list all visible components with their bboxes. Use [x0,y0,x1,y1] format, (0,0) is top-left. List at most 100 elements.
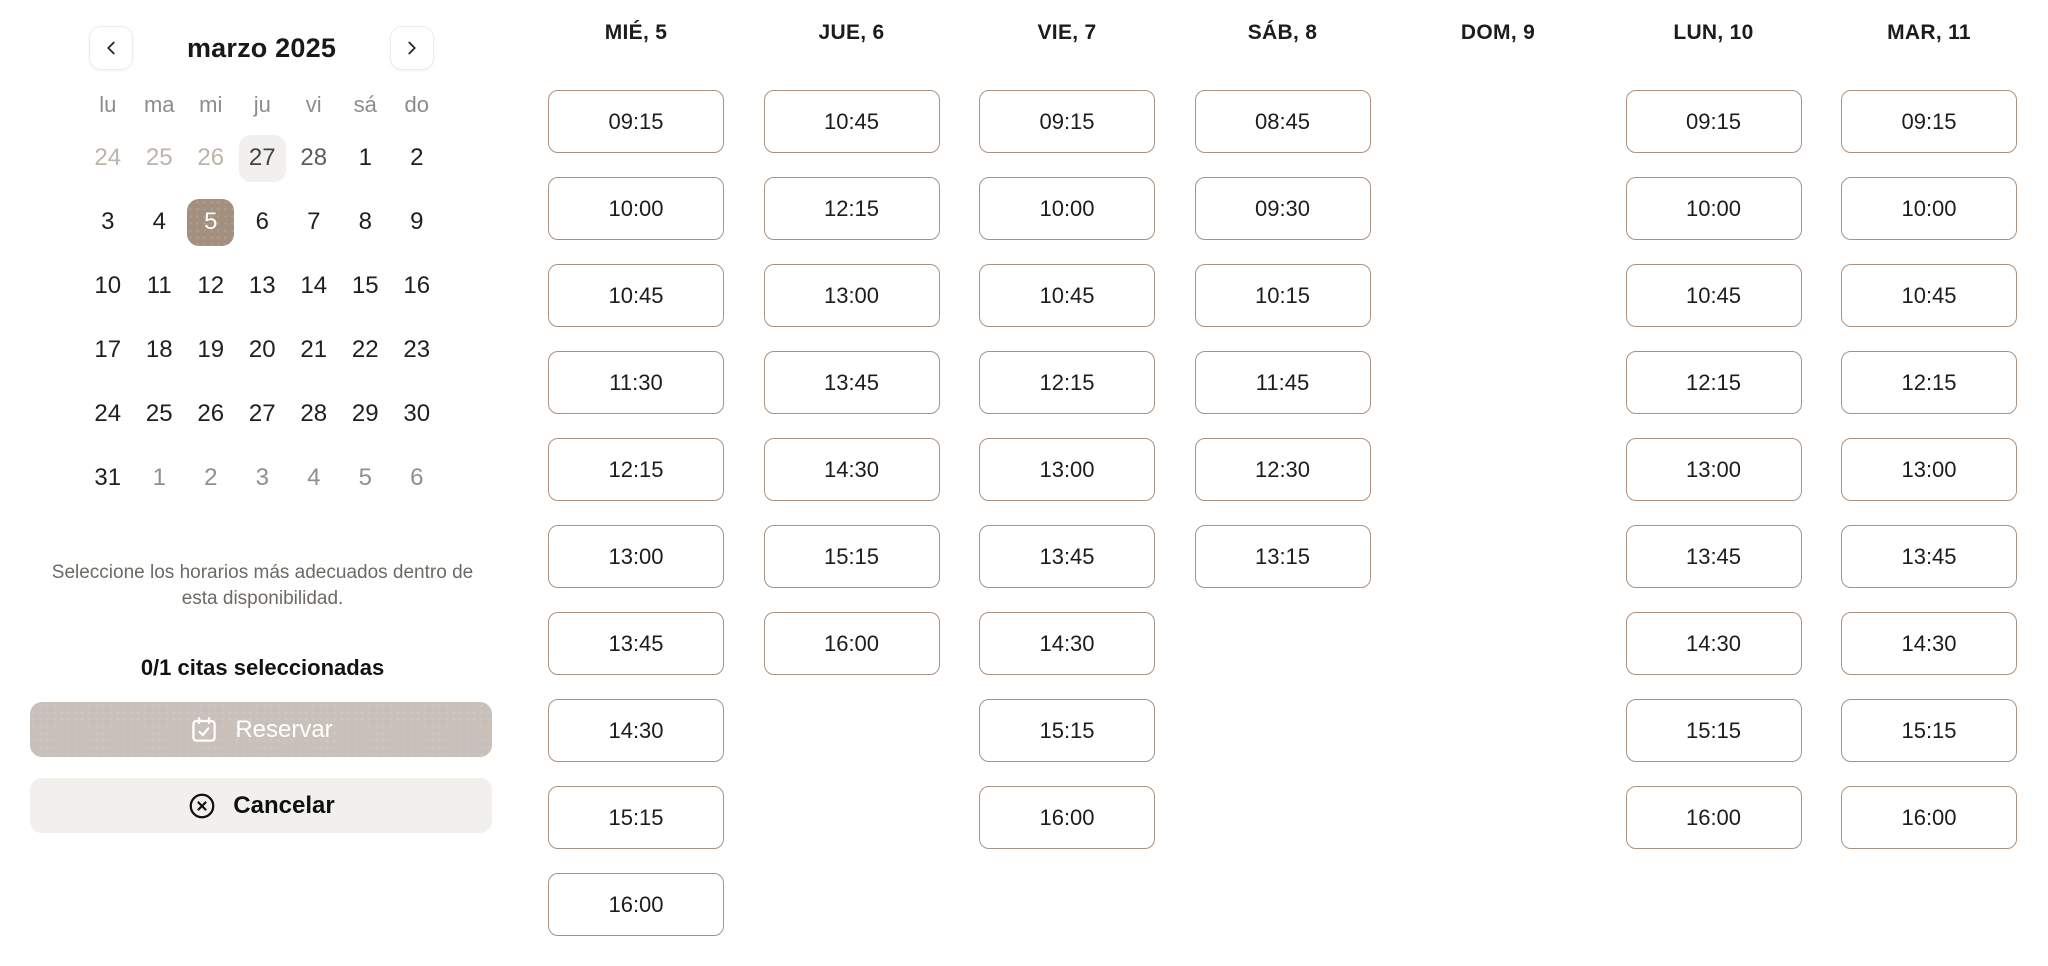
time-slot-vie-7-1215[interactable]: 12:15 [979,351,1155,414]
calendar-day-20[interactable]: 20 [237,318,289,382]
time-slot-mar-11-1345[interactable]: 13:45 [1841,525,2017,588]
time-slot-mar-11-0915[interactable]: 09:15 [1841,90,2017,153]
calendar-day-25[interactable]: 25 [134,382,186,446]
calendar-day-26[interactable]: 26 [185,382,237,446]
calendar-day-28[interactable]: 28 [288,382,340,446]
calendar-day-6-next[interactable]: 6 [391,446,443,510]
time-slot-lun-10-0915[interactable]: 09:15 [1625,90,1802,153]
time-slot-sab-8-1230[interactable]: 12:30 [1194,438,1371,501]
time-slot-lun-10-1215[interactable]: 12:15 [1625,351,1802,414]
instruction-text: Seleccione los horarios más adecuados de… [51,562,474,609]
calendar-day-18[interactable]: 18 [134,318,186,382]
time-slot-mar-11-1515[interactable]: 15:15 [1841,699,2017,762]
calendar-day-29[interactable]: 29 [340,382,392,446]
time-slot-lun-10-1600[interactable]: 16:00 [1625,786,1802,849]
calendar-day-27-today[interactable]: 27 [237,126,289,190]
calendar-day-2-next[interactable]: 2 [185,446,237,510]
time-slot-jue-6-1215[interactable]: 12:15 [763,177,940,240]
calendar-day-30[interactable]: 30 [391,382,443,446]
calendar-day-9[interactable]: 9 [391,190,443,254]
time-slot-jue-6-1300[interactable]: 13:00 [763,264,940,327]
calendar-day-22[interactable]: 22 [340,318,392,382]
time-slot-lun-10-1000[interactable]: 10:00 [1625,177,1802,240]
time-slot-lun-10-1345[interactable]: 13:45 [1625,525,1802,588]
calendar-day-31[interactable]: 31 [82,446,134,510]
time-slot-sab-8-0930[interactable]: 09:30 [1194,177,1371,240]
calendar-day-25-muted[interactable]: 25 [134,126,186,190]
calendar-day-11[interactable]: 11 [134,254,186,318]
time-slot-vie-7-1430[interactable]: 14:30 [979,612,1155,675]
calendar-day-24[interactable]: 24 [82,382,134,446]
time-slot-mar-11-1045[interactable]: 10:45 [1841,264,2017,327]
calendar-day-26-muted[interactable]: 26 [185,126,237,190]
calendar-day-2[interactable]: 2 [391,126,443,190]
time-slot-jue-6-1600[interactable]: 16:00 [763,612,940,675]
time-slot-sab-8-1145[interactable]: 11:45 [1194,351,1371,414]
calendar-prev-button[interactable] [89,26,133,70]
calendar-day-7[interactable]: 7 [288,190,340,254]
calendar-day-28-dim[interactable]: 28 [288,126,340,190]
calendar-day-1-next[interactable]: 1 [134,446,186,510]
day-number: 9 [410,208,424,235]
time-slot-mie-5-1300[interactable]: 13:00 [548,525,724,588]
time-slot-mar-11-1600[interactable]: 16:00 [1841,786,2017,849]
time-slot-sab-8-0845[interactable]: 08:45 [1194,90,1371,153]
calendar-day-3[interactable]: 3 [82,190,134,254]
time-slot-mie-5-1515[interactable]: 15:15 [548,786,724,849]
day-number: 1 [358,144,372,171]
time-slot-vie-7-1045[interactable]: 10:45 [979,264,1155,327]
calendar-day-17[interactable]: 17 [82,318,134,382]
calendar-day-4-next[interactable]: 4 [288,446,340,510]
time-slot-mie-5-1345[interactable]: 13:45 [548,612,724,675]
time-slot-vie-7-1515[interactable]: 15:15 [979,699,1155,762]
time-slot-mie-5-1130[interactable]: 11:30 [548,351,724,414]
calendar-day-1[interactable]: 1 [340,126,392,190]
time-slot-sab-8-1015[interactable]: 10:15 [1194,264,1371,327]
time-slot-mie-5-1215[interactable]: 12:15 [548,438,724,501]
calendar-day-5-next[interactable]: 5 [340,446,392,510]
calendar-day-8[interactable]: 8 [340,190,392,254]
calendar-day-21[interactable]: 21 [288,318,340,382]
reserve-button[interactable]: Reservar [30,702,492,757]
calendar-day-4[interactable]: 4 [134,190,186,254]
calendar-day-27[interactable]: 27 [237,382,289,446]
time-slot-mie-5-1430[interactable]: 14:30 [548,699,724,762]
time-slot-vie-7-1300[interactable]: 13:00 [979,438,1155,501]
time-slot-lun-10-1515[interactable]: 15:15 [1625,699,1802,762]
calendar-day-23[interactable]: 23 [391,318,443,382]
time-slot-jue-6-1515[interactable]: 15:15 [763,525,940,588]
calendar-next-button[interactable] [390,26,434,70]
calendar-day-6[interactable]: 6 [237,190,289,254]
time-slot-sab-8-1315[interactable]: 13:15 [1194,525,1371,588]
calendar-day-13[interactable]: 13 [237,254,289,318]
time-slot-vie-7-1345[interactable]: 13:45 [979,525,1155,588]
time-slot-lun-10-1045[interactable]: 10:45 [1625,264,1802,327]
calendar-day-5-selected[interactable]: 5 [185,190,237,254]
calendar-day-12[interactable]: 12 [185,254,237,318]
time-slot-vie-7-1000[interactable]: 10:00 [979,177,1155,240]
time-slot-vie-7-1600[interactable]: 16:00 [979,786,1155,849]
calendar-day-16[interactable]: 16 [391,254,443,318]
time-slot-mar-11-1000[interactable]: 10:00 [1841,177,2017,240]
time-slot-jue-6-1045[interactable]: 10:45 [763,90,940,153]
cancel-button[interactable]: Cancelar [30,778,492,833]
calendar-day-19[interactable]: 19 [185,318,237,382]
time-slot-vie-7-0915[interactable]: 09:15 [979,90,1155,153]
calendar-day-24-muted[interactable]: 24 [82,126,134,190]
time-slot-jue-6-1345[interactable]: 13:45 [763,351,940,414]
time-slot-mie-5-1000[interactable]: 10:00 [548,177,724,240]
time-slot-mar-11-1430[interactable]: 14:30 [1841,612,2017,675]
calendar-day-15[interactable]: 15 [340,254,392,318]
time-slot-jue-6-1430[interactable]: 14:30 [763,438,940,501]
time-slot-mar-11-1300[interactable]: 13:00 [1841,438,2017,501]
time-slot-lun-10-1430[interactable]: 14:30 [1625,612,1802,675]
time-slot-mie-5-0915[interactable]: 09:15 [548,90,724,153]
time-slot-lun-10-1300[interactable]: 13:00 [1625,438,1802,501]
time-slot-mar-11-1215[interactable]: 12:15 [1841,351,2017,414]
calendar-day-14[interactable]: 14 [288,254,340,318]
time-slot-mie-5-1045[interactable]: 10:45 [548,264,724,327]
calendar-day-10[interactable]: 10 [82,254,134,318]
calendar-day-3-next[interactable]: 3 [237,446,289,510]
time-slot-mie-5-1600[interactable]: 16:00 [548,873,724,936]
